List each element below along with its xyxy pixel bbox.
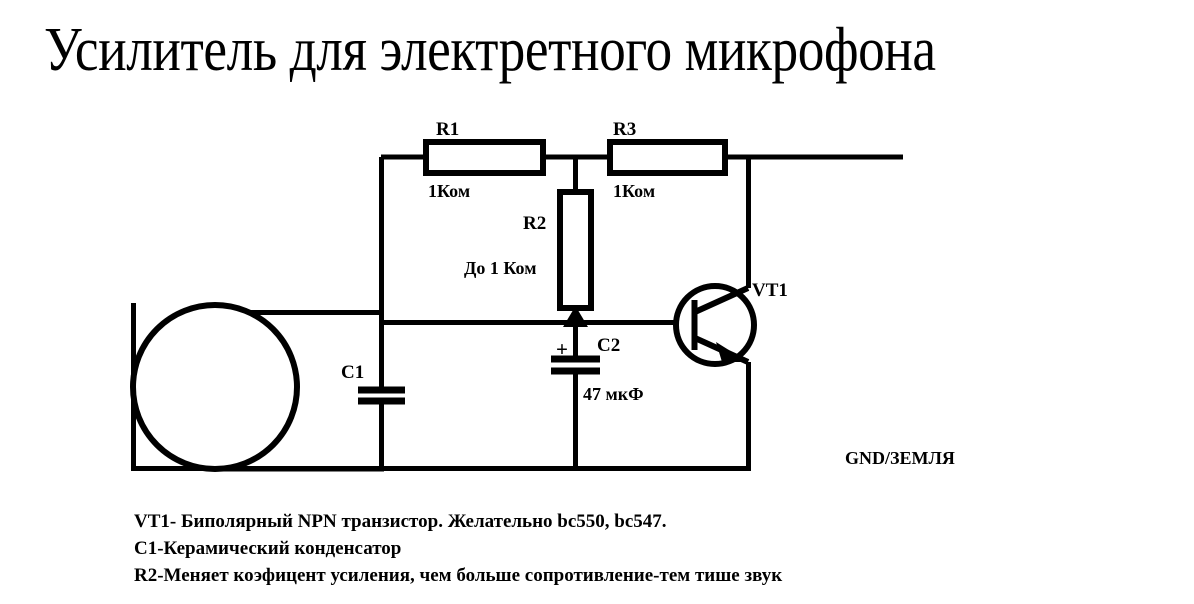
- value-r3: 1Ком: [613, 181, 655, 201]
- note-line-1: VT1- Биполярный NPN транзистор. Желатель…: [134, 511, 667, 532]
- label-vt1: VT1: [752, 280, 788, 301]
- note-line-2: C1-Керамический конденсатор: [134, 538, 402, 559]
- transistor-emitter-arrow: [716, 342, 748, 362]
- transistor-envelope: [673, 283, 757, 367]
- c2-polarity-marker: +: [556, 337, 568, 361]
- label-r3: R3: [613, 119, 636, 140]
- value-r2: До 1 Ком: [464, 258, 536, 278]
- transistor-collector-lead: [693, 285, 750, 315]
- notes-block: VT1- Биполярный NPN транзистор. Желатель…: [134, 508, 1034, 589]
- label-r2: R2: [523, 213, 546, 234]
- label-ground: GND/ЗЕМЛЯ: [845, 448, 955, 468]
- value-c2: 47 мкФ: [583, 384, 644, 404]
- microphone-body: [130, 302, 300, 472]
- value-r1: 1Ком: [428, 181, 470, 201]
- page-title: Усилитель для электретного микрофона: [44, 16, 936, 84]
- label-r1: R1: [436, 119, 459, 140]
- resistor-r1-body: [423, 139, 546, 176]
- label-c1: C1: [341, 362, 364, 383]
- label-c2: C2: [597, 335, 620, 356]
- note-line-3: R2-Меняет коэфицент усиления, чем больше…: [134, 565, 783, 586]
- resistor-r2-body: [557, 189, 594, 311]
- resistor-r3-body: [607, 139, 728, 176]
